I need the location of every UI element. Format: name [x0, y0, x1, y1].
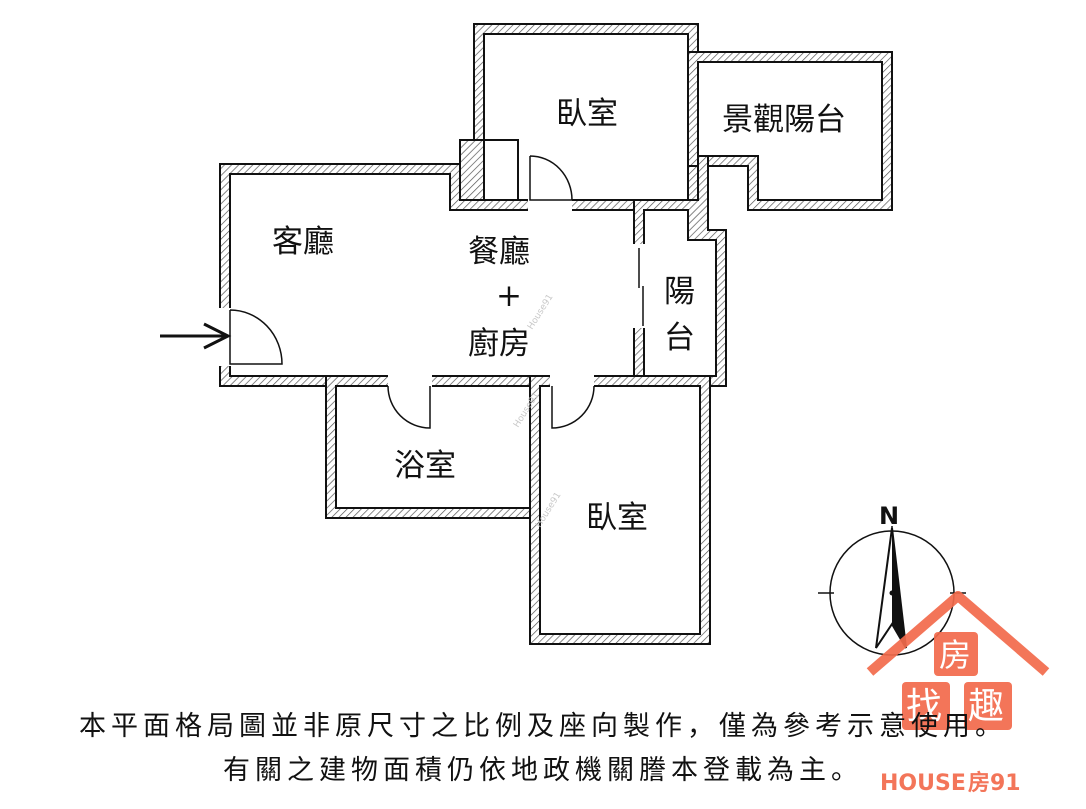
- disclaimer-line-2: 有關之建物面積仍依地政機關謄本登載為主。: [223, 755, 863, 786]
- living-dining-walls: [219, 139, 645, 387]
- view-balcony-walls: [687, 51, 893, 211]
- logo-tile-2: [902, 682, 950, 730]
- bathroom-door-swing: [387, 385, 431, 429]
- bedroom-top-door-gap: [528, 196, 572, 214]
- label-dining-line2: 廚房: [468, 326, 530, 362]
- side-balcony-walls: [633, 155, 727, 387]
- label-dining-plus: +: [496, 278, 522, 314]
- house91-logo: 房 找 趣 HOUSE 房91: [866, 591, 1050, 796]
- bedroom-bottom-door-gap: [550, 372, 594, 390]
- logo-brand-zh: 房91: [968, 770, 1021, 796]
- label-bathroom: 浴室: [394, 448, 456, 484]
- logo-char-2: 找: [906, 686, 942, 727]
- label-bedroom-top: 臥室: [556, 96, 618, 132]
- logo-tile-1: [934, 632, 978, 676]
- label-bedroom-bottom: 臥室: [586, 500, 648, 536]
- label-view-balcony: 景觀陽台: [722, 102, 846, 138]
- bedroom-bottom-door-swing: [551, 385, 595, 429]
- bedroom-top-door-swing: [529, 155, 573, 201]
- logo-roof: [866, 591, 1050, 676]
- disclaimer-line-1: 本平面格局圖並非原尺寸之比例及座向製作，僅為參考示意使用。: [79, 711, 1007, 742]
- label-balcony-line2: 台: [664, 320, 695, 356]
- doors: [229, 155, 644, 429]
- entry-arrow: [160, 322, 232, 350]
- logo-tile-3: [964, 682, 1012, 730]
- walls: [218, 23, 893, 645]
- label-living-room: 客廳: [272, 224, 334, 260]
- logo-char-1: 房: [939, 636, 971, 674]
- bedroom-bottom-walls: [529, 375, 711, 645]
- logo-brand-en: HOUSE: [880, 771, 966, 796]
- compass-north-label: N: [879, 502, 899, 530]
- bathroom-walls: [325, 375, 541, 519]
- label-dining-line1: 餐廳: [468, 234, 530, 270]
- entry-door-swing: [229, 309, 283, 365]
- label-balcony-line1: 陽: [664, 274, 695, 310]
- bathroom-door-gap: [388, 372, 432, 390]
- logo-char-3: 趣: [968, 686, 1004, 727]
